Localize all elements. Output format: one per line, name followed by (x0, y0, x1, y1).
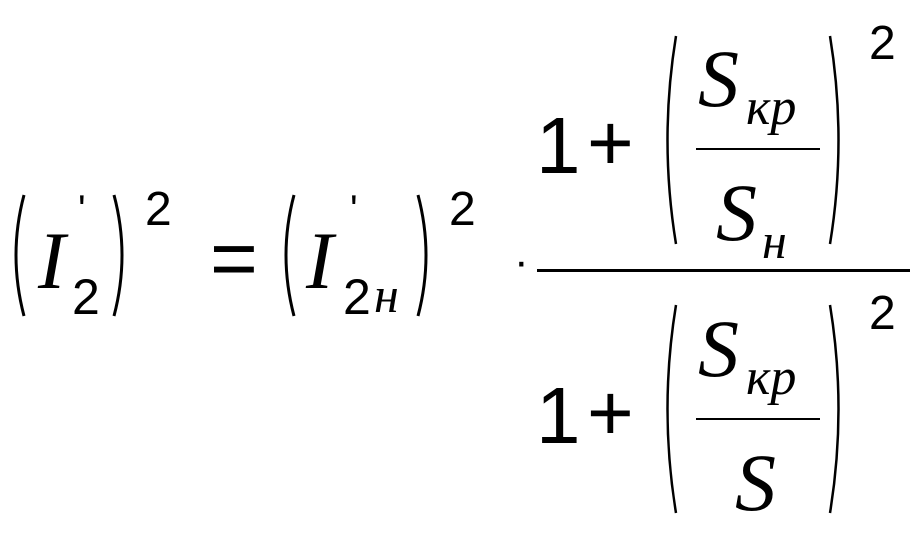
denominator-plus: + (587, 368, 634, 457)
denominator-ratio-bottom-symbol: S (735, 437, 776, 528)
numerator-plus: + (587, 98, 634, 187)
numerator-inner-fraction-bar (696, 148, 820, 150)
numerator-ratio-bottom-subscript: н (762, 213, 787, 269)
numerator-power: 2 (869, 17, 896, 70)
denominator-one: 1 (536, 371, 581, 460)
rhs-subscript-digit: 2 (343, 269, 371, 325)
rhs-power: 2 (449, 183, 476, 236)
lhs-current-symbol: I (38, 215, 66, 306)
denominator-inner-fraction-bar (696, 418, 820, 420)
numerator-ratio-top-symbol: S (698, 33, 739, 124)
lhs-right-paren (112, 194, 124, 317)
rhs-current-symbol: I (306, 215, 334, 306)
equals-sign: = (210, 213, 258, 304)
numerator-left-paren (666, 35, 678, 245)
numerator-ratio-top-subscript: кр (746, 79, 797, 136)
lhs-prime: ' (78, 188, 86, 232)
denominator-power: 2 (869, 287, 896, 340)
denominator-left-paren (666, 304, 678, 514)
lhs-subscript: 2 (72, 269, 100, 325)
rhs-prime: ' (350, 188, 358, 232)
lhs-power: 2 (145, 183, 172, 236)
main-fraction-bar (537, 269, 910, 272)
rhs-subscript-letter: н (374, 267, 399, 323)
denominator-ratio-top-symbol: S (698, 303, 739, 394)
lhs-left-paren (14, 194, 26, 317)
denominator-ratio-top-subscript: кр (746, 349, 797, 406)
rhs-left-paren (284, 194, 296, 317)
numerator-one: 1 (536, 101, 581, 190)
rhs-right-paren (416, 194, 428, 317)
numerator-right-paren (828, 35, 840, 245)
multiply-dot: · (514, 237, 529, 286)
denominator-right-paren (828, 304, 840, 514)
numerator-ratio-bottom-symbol: S (716, 167, 757, 258)
